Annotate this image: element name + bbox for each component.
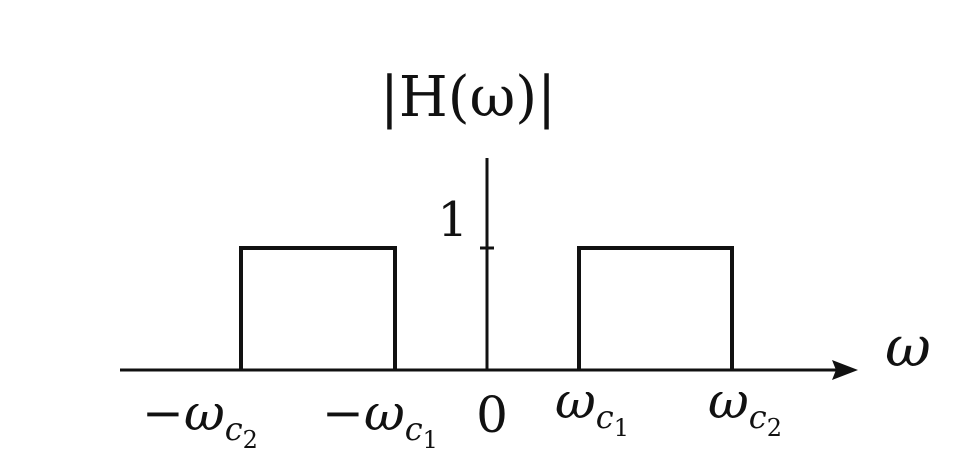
x-axis-arrow-icon [832,360,858,380]
x-tick-zero: 0 [476,386,508,444]
x-axis-label: ω [885,315,931,380]
y-axis-label: |H(ω)| [380,65,556,130]
passband-negative [239,246,397,370]
x-tick-omega-c2: ωc2 [708,372,782,442]
y-tick-label: 1 [437,192,468,248]
passband-positive [577,246,734,370]
x-tick-neg-omega-c2: −ωc2 [142,384,258,454]
x-tick-omega-c1: ωc1 [555,372,629,442]
x-tick-neg-omega-c1: −ωc1 [322,384,438,454]
